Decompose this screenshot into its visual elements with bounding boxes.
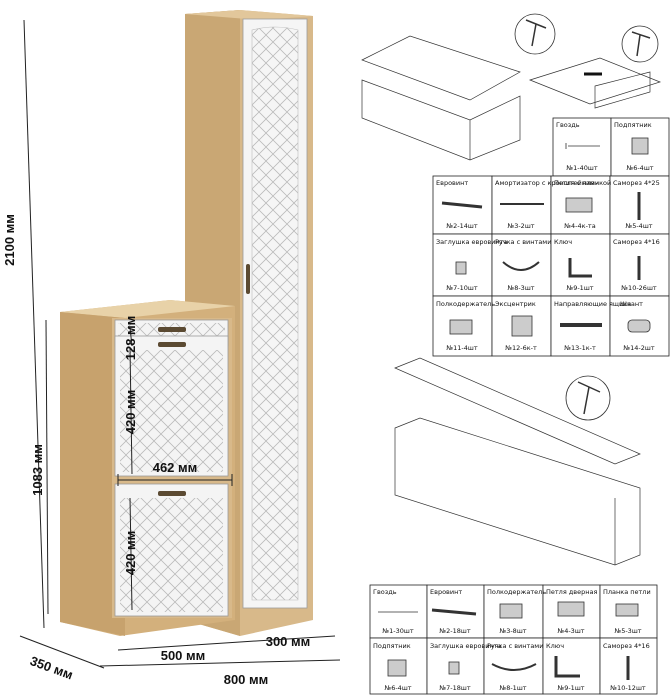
item-name: Саморез 4*16 xyxy=(613,238,660,246)
assembly-sketch-bottom xyxy=(394,357,641,566)
drawer-mid-label: 420 мм xyxy=(123,390,138,435)
item-count: №9-1шт xyxy=(565,284,593,292)
foot-pad-icon xyxy=(631,137,649,155)
width-800-label: 800 мм xyxy=(224,672,269,687)
hinge-icon xyxy=(565,197,593,213)
drawer-handle-icon xyxy=(158,342,186,347)
item-name: Подпятник xyxy=(373,642,411,650)
item-count: №3-2шт xyxy=(506,222,534,230)
item-name: Евровинт xyxy=(430,588,462,596)
item-name: Полкодержатель xyxy=(487,588,546,596)
height-total-label: 2100 мм xyxy=(2,214,17,266)
hex-key-icon xyxy=(568,258,592,278)
item-name: Планка петли xyxy=(603,588,651,596)
item-count: №3-8шт xyxy=(498,627,526,635)
item-name: Полкодержатель xyxy=(436,300,495,308)
item-count: №6-4шт xyxy=(625,164,653,172)
item-name: Ручка с винтами xyxy=(495,238,551,246)
item-count: №2-14шт xyxy=(445,222,477,230)
hammer-detail-icon xyxy=(621,25,659,63)
drawer-handle-icon xyxy=(158,327,186,332)
item-name: Ручка с винтами xyxy=(487,642,543,650)
item-count: №4-4к-та xyxy=(563,222,595,230)
dowel-icon xyxy=(627,319,651,333)
item-name: Амортизатор с кронштейнами xyxy=(495,179,599,187)
item-name: Эксцентрик xyxy=(495,300,536,308)
item-count: №1-40шт xyxy=(565,164,597,172)
low-cabinet xyxy=(60,300,235,636)
dimension-lines xyxy=(19,19,341,669)
height-low-label: 1083 мм xyxy=(30,444,45,496)
item-name: Ключ xyxy=(554,238,572,246)
item-count: №10-26шт xyxy=(620,284,657,292)
shelf-pin-icon xyxy=(449,319,473,335)
assembly-sketch-top xyxy=(361,13,662,161)
width-300-label: 300 мм xyxy=(266,634,311,649)
item-name: Гвоздь xyxy=(556,121,580,129)
item-name: Заглушка евровинта xyxy=(436,238,508,246)
item-count: №9-1шт xyxy=(556,684,584,692)
fittings-table-bottom: Гвоздь №1-30шт Евровинт №2-18шт Полкодер… xyxy=(369,584,658,695)
item-count: №5-3шт xyxy=(613,627,641,635)
item-count: №6-4шт xyxy=(383,684,411,692)
item-name: Евровинт xyxy=(436,179,468,187)
item-name: Гвоздь xyxy=(373,588,397,596)
item-count: №2-18шт xyxy=(438,627,470,635)
handle-icon xyxy=(491,663,537,671)
drawer-handle-icon xyxy=(158,491,186,496)
cap-icon xyxy=(448,661,460,675)
item-name: Заглушка евровинта xyxy=(430,642,502,650)
item-count: №7-18шт xyxy=(438,684,470,692)
item-count: №14-2шт xyxy=(622,344,654,352)
depth-label: 350 мм xyxy=(28,653,75,682)
item-count: №4-3шт xyxy=(556,627,584,635)
item-name: Петля дверная xyxy=(546,588,597,596)
item-count: №5-4шт xyxy=(624,222,652,230)
item-count: №8-3шт xyxy=(506,284,534,292)
hinge-plate-icon xyxy=(615,603,639,617)
width-500-label: 500 мм xyxy=(161,648,206,663)
cam-lock-icon xyxy=(511,315,533,337)
fittings-table-top: Гвоздь №1-40шт Подпятник №6-4шт Евровинт… xyxy=(432,117,670,357)
foot-pad-icon xyxy=(387,659,407,677)
item-count: №7-10шт xyxy=(445,284,477,292)
drawer-bottom-label: 420 мм xyxy=(123,531,138,576)
item-count: №10-12шт xyxy=(609,684,646,692)
item-name: Саморез 4*16 xyxy=(603,642,650,650)
item-name: Ключ xyxy=(546,642,564,650)
item-count: №1-30шт xyxy=(381,627,413,635)
item-name: Петля с планкой xyxy=(554,179,611,187)
nail-icon xyxy=(565,143,600,149)
item-count: №8-1шт xyxy=(498,684,526,692)
item-name: Подпятник xyxy=(614,121,652,129)
shelf-pin-icon xyxy=(499,603,523,619)
item-count: №12-6к-т xyxy=(504,344,537,352)
euroscrew-icon xyxy=(441,201,483,209)
hex-key-icon xyxy=(554,656,580,678)
door-handle-icon xyxy=(246,264,250,294)
item-name: Шкант xyxy=(620,300,643,308)
handle-icon xyxy=(502,261,540,271)
item-name: Саморез 4*25 xyxy=(613,179,660,187)
hinge-icon xyxy=(557,601,585,617)
hammer-detail-icon xyxy=(565,375,611,421)
cap-icon xyxy=(455,261,467,275)
euroscrew-icon xyxy=(431,608,477,616)
item-count: №11-4шт xyxy=(445,344,477,352)
item-name: Направляющие ящика xyxy=(554,300,631,308)
inner-width-label: 462 мм xyxy=(153,460,198,475)
hammer-detail-icon xyxy=(514,13,556,55)
drawer-top-label: 128 мм xyxy=(123,316,138,361)
item-count: №13-1к-т xyxy=(563,344,596,352)
